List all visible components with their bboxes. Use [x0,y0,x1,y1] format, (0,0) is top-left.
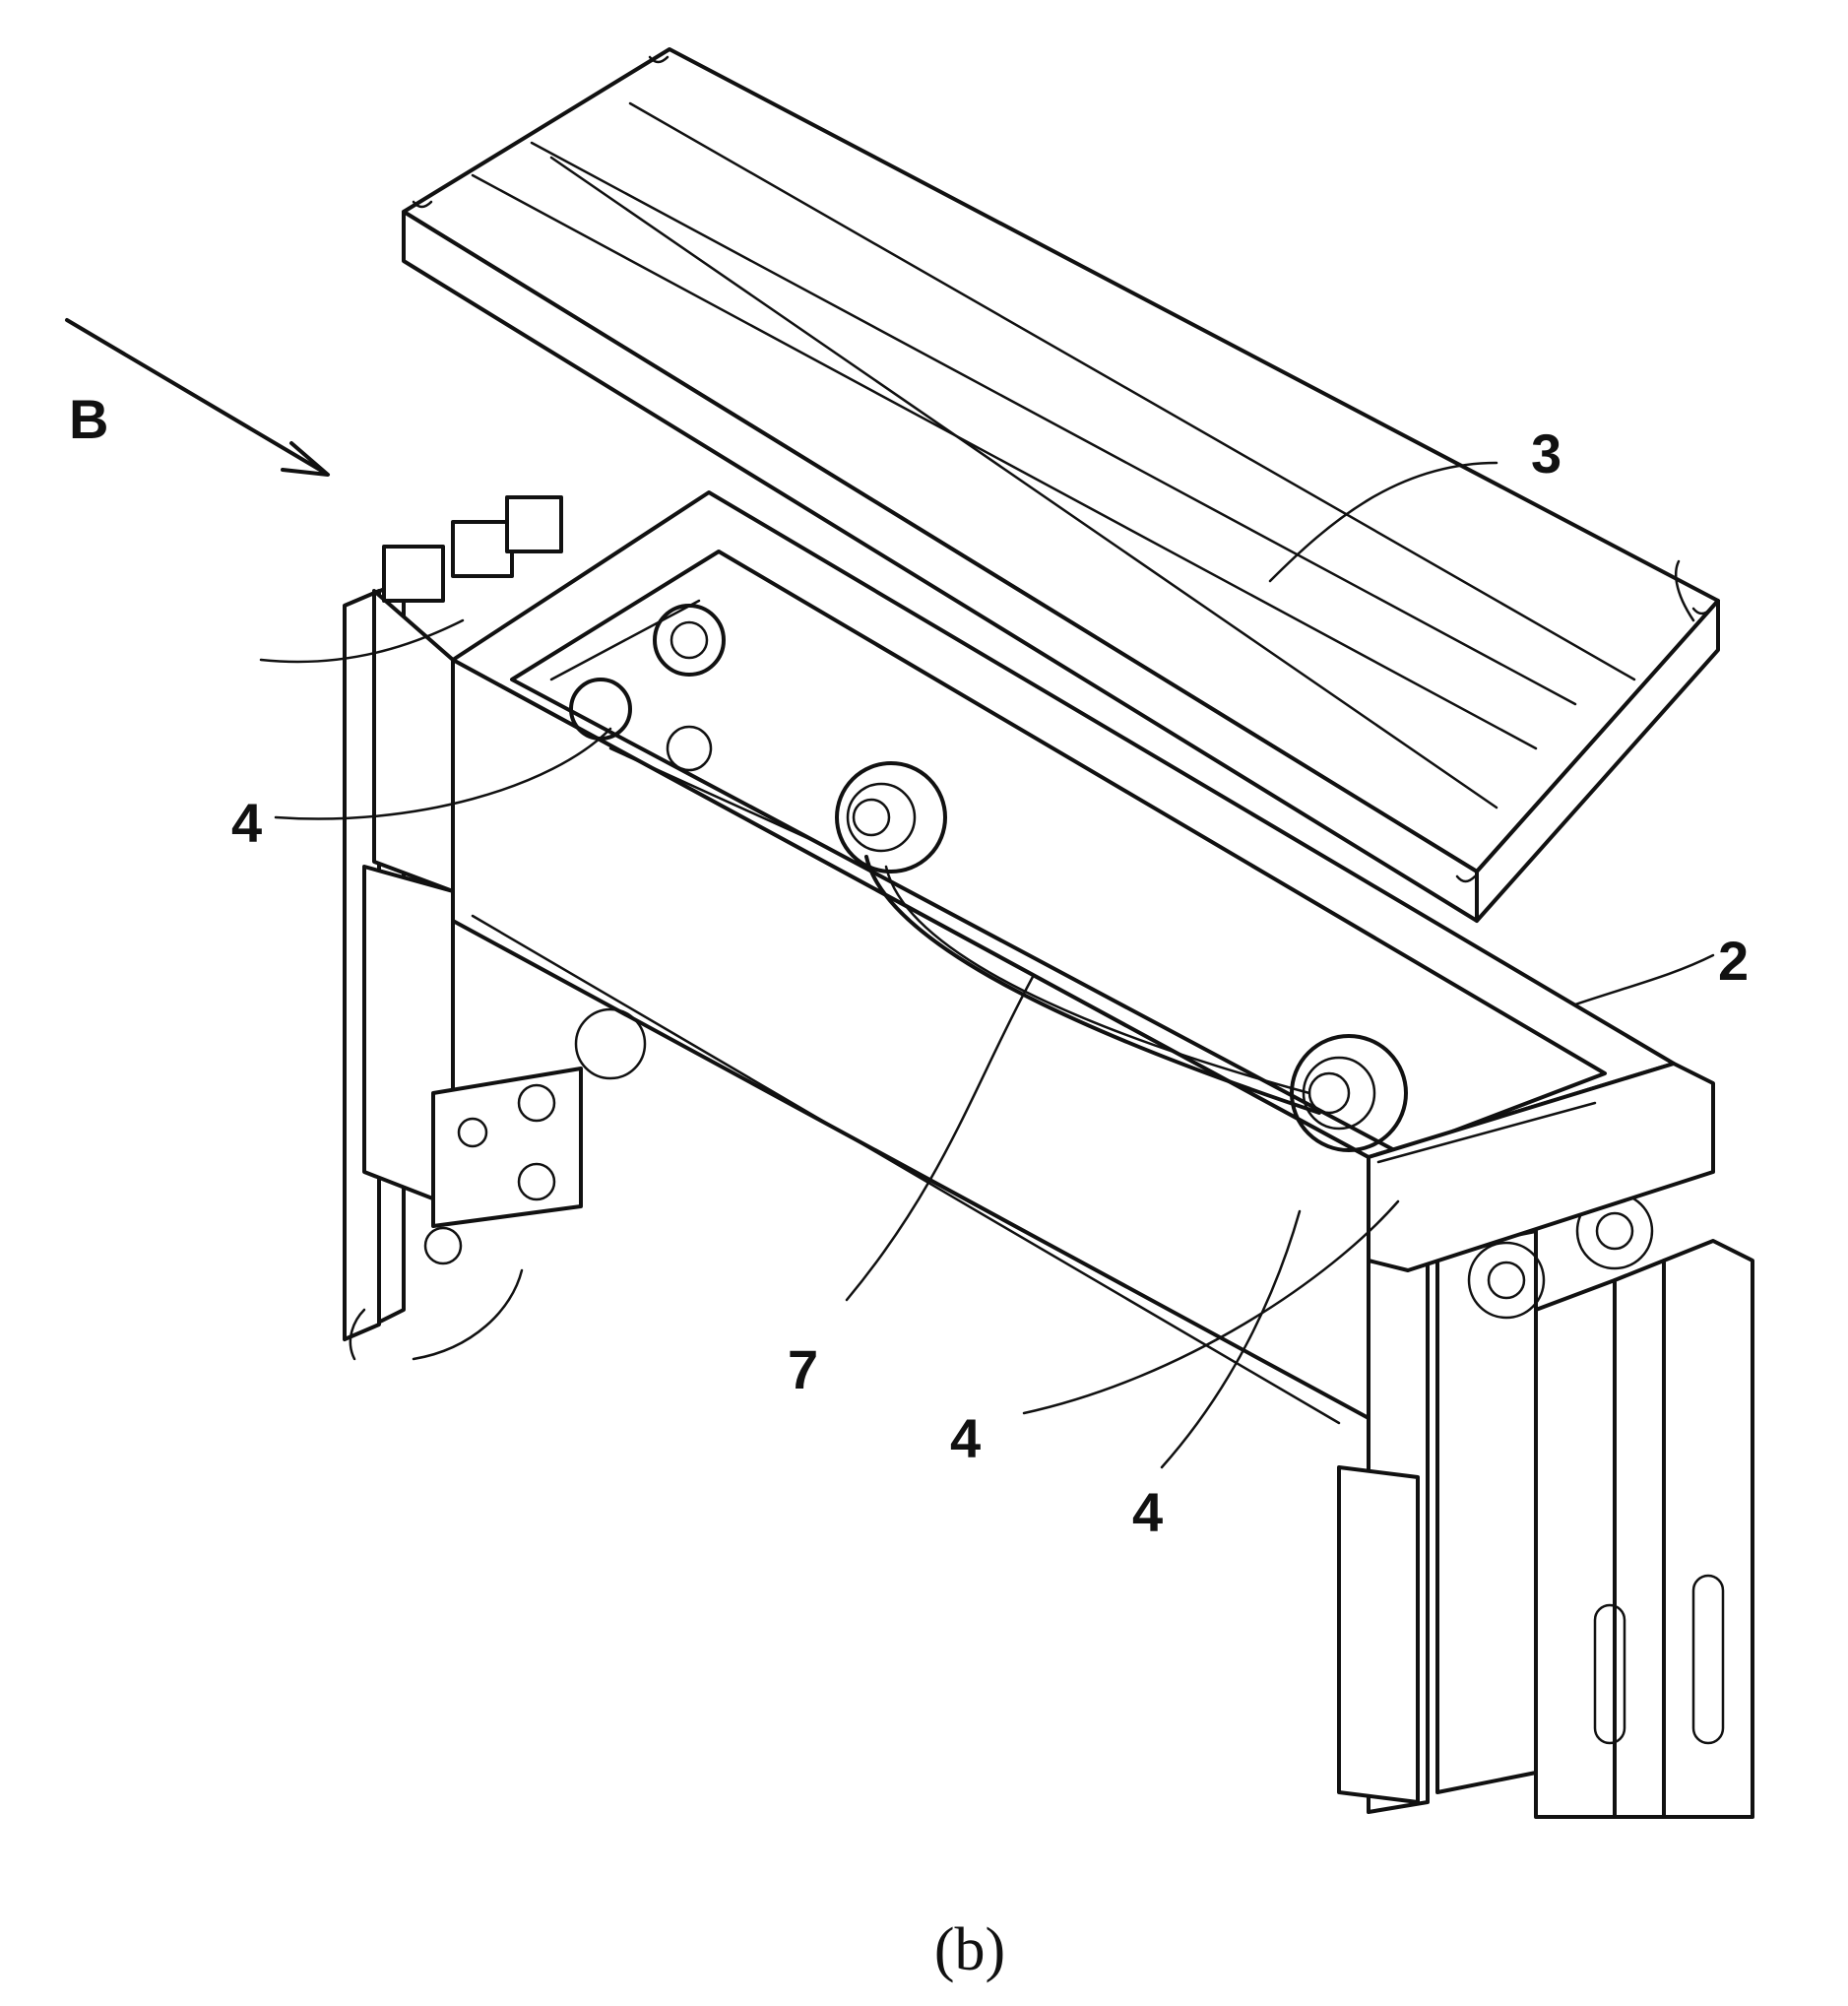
label-hook-upper-left: 4 [231,792,262,854]
leader-lines [259,461,1715,1469]
figure-caption: (b) [934,1916,1005,1983]
label-direction-b: B [69,388,108,450]
direction-arrow-icon [65,318,330,477]
label-hook-lower-mid: 4 [950,1407,981,1469]
label-frame: 2 [1718,930,1749,992]
top-cover [402,47,1720,923]
label-cover: 3 [1531,422,1561,485]
left-end-assembly [343,495,647,1341]
label-hook-lower-right: 4 [1132,1481,1163,1543]
right-end-assembly [1337,1062,1754,1819]
label-spring: 7 [788,1338,818,1400]
